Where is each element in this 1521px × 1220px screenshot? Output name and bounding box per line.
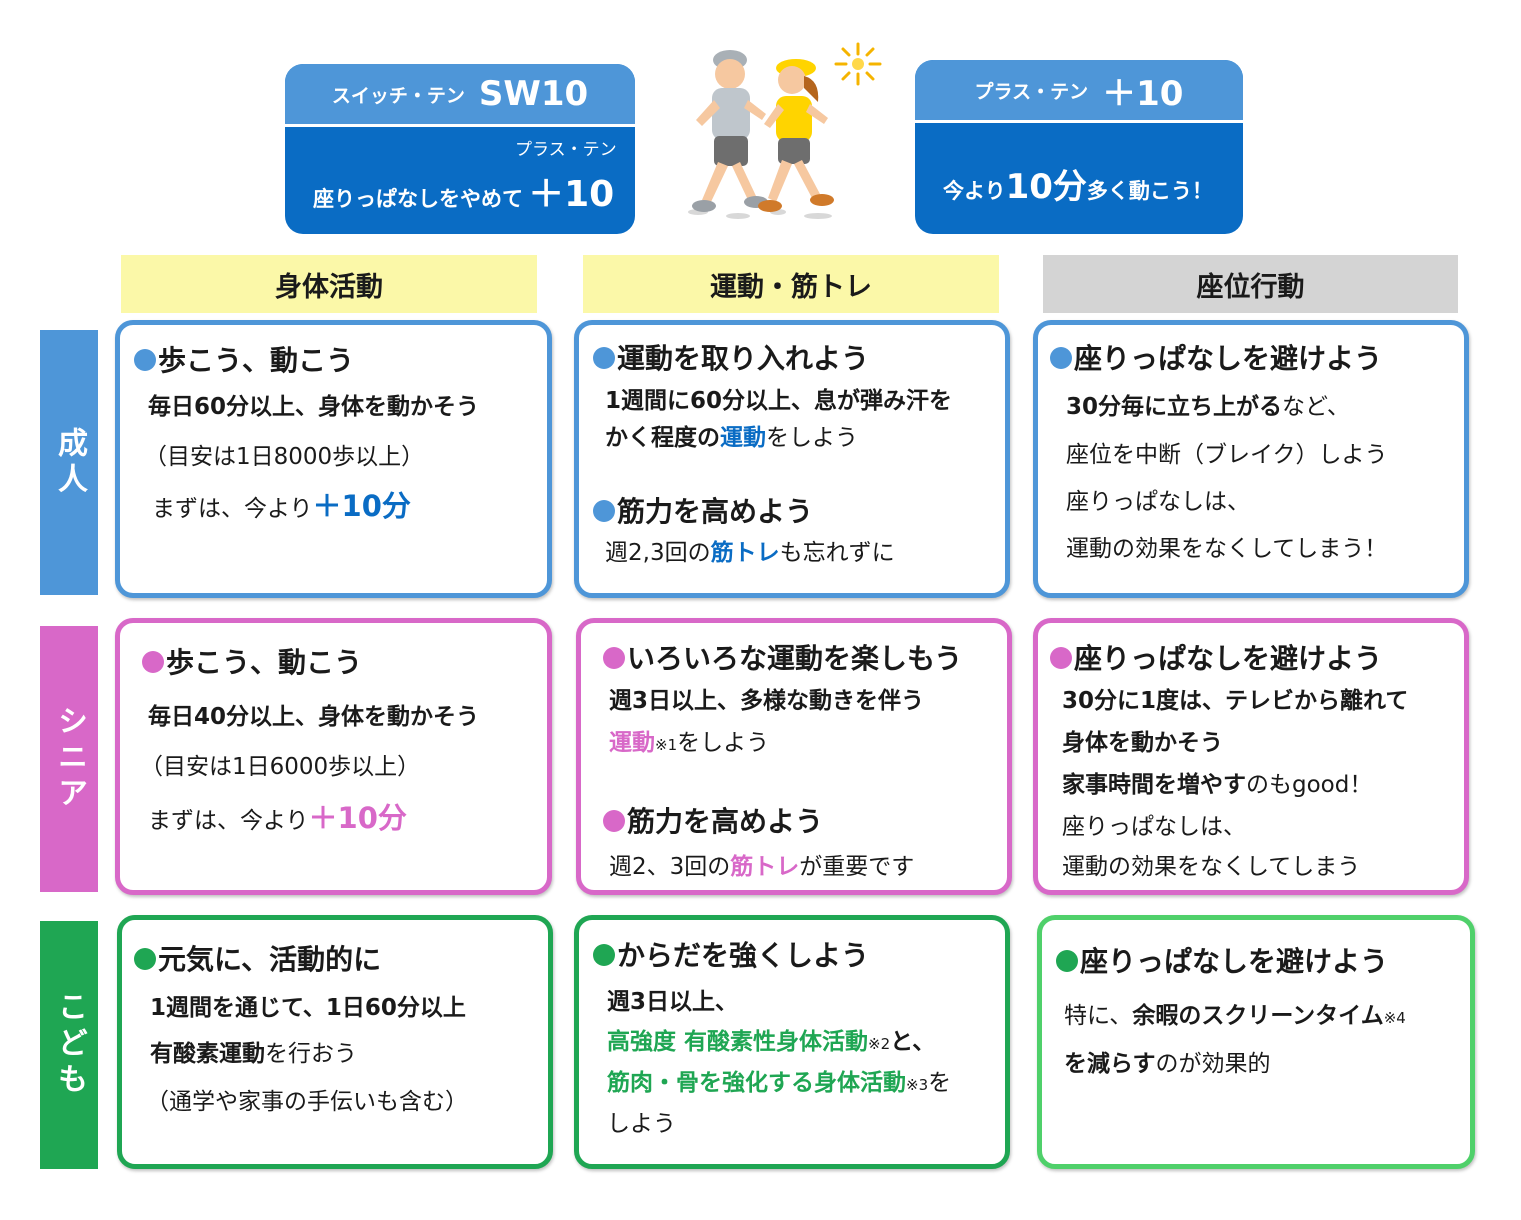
card-text: （目安は1日8000歩以上） bbox=[144, 444, 425, 470]
card-text: 1週間を通じて、1日60分以上 bbox=[150, 995, 466, 1021]
child-exercise-card: からだを強くしよう 週3日以上、 高強度 有酸素性身体活動※2と、 筋肉・骨を強… bbox=[574, 915, 1010, 1169]
card-title: 筋力を高めよう bbox=[603, 800, 823, 840]
card-text: 運動※1をしよう bbox=[609, 730, 770, 756]
card-text: 座りっぱなしは、 bbox=[1066, 489, 1250, 515]
column-header-sedentary: 座位行動 bbox=[1043, 255, 1458, 313]
card-text: 週2、3回の筋トレが重要です bbox=[609, 854, 915, 880]
bullet-dot-icon bbox=[1050, 347, 1072, 369]
adult-sedentary-card: 座りっぱなしを避けよう 30分毎に立ち上がるなど、 座位を中断（ブレイク）しよう… bbox=[1033, 320, 1469, 598]
plus-ten-message: 今より10分多く動こう！ bbox=[943, 167, 1213, 207]
card-title: 運動を取り入れよう bbox=[593, 337, 869, 377]
card-text: 週3日以上、 bbox=[607, 989, 739, 1015]
card-text: 座りっぱなしは、 bbox=[1062, 814, 1246, 840]
bullet-dot-icon bbox=[1050, 647, 1072, 669]
card-text: まずは、今より＋10分 bbox=[152, 489, 411, 523]
card-title: 歩こう、動こう bbox=[142, 641, 362, 681]
card-text: 1週間に60分以上、息が弾み汗を bbox=[605, 388, 953, 414]
senior-physical-activity-card: 歩こう、動こう 毎日40分以上、身体を動かそう （目安は1日6000歩以上） ま… bbox=[115, 618, 552, 895]
column-header-physical-activity: 身体活動 bbox=[121, 255, 537, 313]
card-text: 週2,3回の筋トレも忘れずに bbox=[605, 540, 895, 566]
walking-couple-icon bbox=[688, 42, 882, 219]
card-text: 高強度 有酸素性身体活動※2と、 bbox=[607, 1029, 936, 1055]
card-text: 家事時間を増やすのもgood！ bbox=[1062, 772, 1373, 798]
switch-ten-message: 座りっぱなしをやめて ＋10 bbox=[313, 174, 615, 215]
switch-ten-code: SW10 bbox=[478, 74, 589, 114]
card-text: 週3日以上、多様な動きを伴う bbox=[609, 688, 925, 714]
bullet-dot-icon bbox=[593, 347, 615, 369]
adult-physical-activity-card: 歩こう、動こう 毎日60分以上、身体を動かそう （目安は1日8000歩以上） ま… bbox=[115, 320, 552, 598]
card-title: いろいろな運動を楽しもう bbox=[603, 637, 962, 677]
bullet-dot-icon bbox=[142, 651, 164, 673]
card-text: 運動の効果をなくしてしまう！ bbox=[1066, 536, 1388, 562]
card-text: 有酸素運動を行おう bbox=[150, 1041, 357, 1067]
card-text: （通学や家事の手伝いも含む） bbox=[146, 1089, 468, 1115]
card-title: からだを強くしよう bbox=[593, 934, 869, 974]
bullet-dot-icon bbox=[134, 948, 156, 970]
card-text: を減らすのが効果的 bbox=[1064, 1051, 1271, 1077]
child-sedentary-card: 座りっぱなしを避けよう 特に、余暇のスクリーンタイム※4 を減らすのが効果的 bbox=[1037, 915, 1475, 1169]
bullet-dot-icon bbox=[593, 500, 615, 522]
card-title: 座りっぱなしを避けよう bbox=[1050, 337, 1382, 377]
plus-ten-banner-header: プラス・テン ＋10 bbox=[915, 60, 1243, 123]
plus-ten-banner: プラス・テン ＋10 今より10分多く動こう！ bbox=[915, 60, 1243, 234]
plus-ten-banner-body: 今より10分多く動こう！ bbox=[915, 123, 1243, 234]
column-header-exercise: 運動・筋トレ bbox=[583, 255, 999, 313]
row-label-child: こども bbox=[40, 921, 98, 1169]
bullet-dot-icon bbox=[593, 944, 615, 966]
child-physical-activity-card: 元気に、活動的に 1週間を通じて、1日60分以上 有酸素運動を行おう （通学や家… bbox=[117, 915, 553, 1169]
card-text: 特に、余暇のスクリーンタイム※4 bbox=[1064, 1003, 1406, 1029]
card-title: 元気に、活動的に bbox=[134, 938, 381, 978]
bullet-dot-icon bbox=[603, 810, 625, 832]
card-title: 座りっぱなしを避けよう bbox=[1050, 637, 1382, 677]
card-title: 歩こう、動こう bbox=[134, 339, 354, 379]
row-label-senior: シニア bbox=[40, 626, 98, 892]
card-text: 30分毎に立ち上がるなど、 bbox=[1066, 394, 1350, 420]
switch-ten-banner: スイッチ・テン SW10 プラス・テン 座りっぱなしをやめて ＋10 bbox=[285, 64, 635, 234]
card-text: しよう bbox=[607, 1111, 676, 1137]
card-text: まずは、今より＋10分 bbox=[148, 801, 407, 835]
senior-sedentary-card: 座りっぱなしを避けよう 30分に1度は、テレビから離れて 身体を動かそう 家事時… bbox=[1033, 618, 1469, 895]
switch-ten-banner-body: プラス・テン 座りっぱなしをやめて ＋10 bbox=[285, 127, 635, 234]
card-title: 座りっぱなしを避けよう bbox=[1056, 940, 1388, 980]
adult-exercise-card: 運動を取り入れよう 1週間に60分以上、息が弾み汗を かく程度の運動をしよう 筋… bbox=[574, 320, 1010, 598]
switch-ten-label: スイッチ・テン bbox=[331, 84, 465, 107]
card-text: 毎日40分以上、身体を動かそう bbox=[148, 704, 480, 730]
card-text: かく程度の運動をしよう bbox=[605, 425, 858, 451]
card-text: 筋肉・骨を強化する身体活動※3を bbox=[607, 1070, 952, 1096]
card-text: 毎日60分以上、身体を動かそう bbox=[148, 394, 480, 420]
plus-ten-ruby: プラス・テン bbox=[515, 140, 617, 160]
card-text: 運動の効果をなくしてしまう bbox=[1062, 854, 1361, 880]
bullet-dot-icon bbox=[1056, 950, 1078, 972]
switch-ten-banner-header: スイッチ・テン SW10 bbox=[285, 64, 635, 127]
card-text: 30分に1度は、テレビから離れて bbox=[1062, 688, 1409, 714]
plus-ten-label: プラス・テン bbox=[974, 80, 1089, 103]
senior-exercise-card: いろいろな運動を楽しもう 週3日以上、多様な動きを伴う 運動※1をしよう 筋力を… bbox=[576, 618, 1012, 895]
card-title: 筋力を高めよう bbox=[593, 490, 813, 530]
card-text: 座位を中断（ブレイク）しよう bbox=[1066, 442, 1388, 468]
row-label-adult: 成人 bbox=[40, 330, 98, 595]
card-text: 身体を動かそう bbox=[1062, 730, 1223, 756]
bullet-dot-icon bbox=[603, 647, 625, 669]
plus-ten-code: ＋10 bbox=[1102, 73, 1184, 114]
bullet-dot-icon bbox=[134, 349, 156, 371]
card-text: （目安は1日6000歩以上） bbox=[140, 754, 421, 780]
